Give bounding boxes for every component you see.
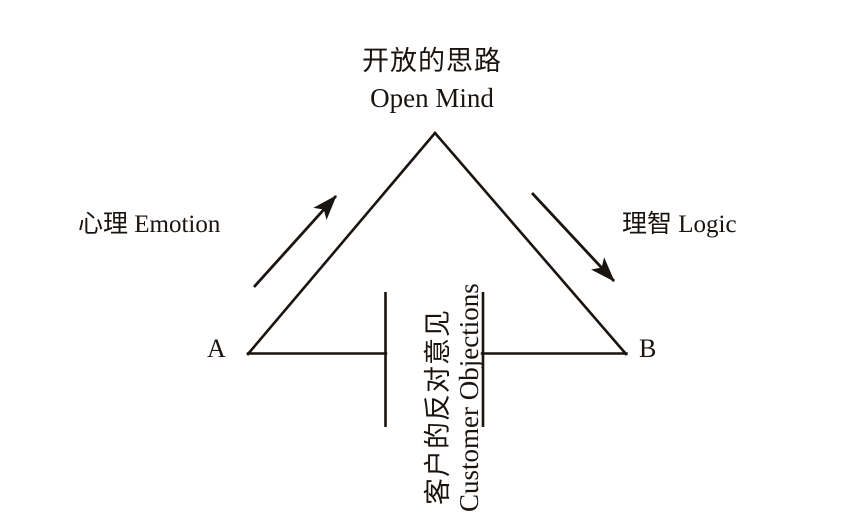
emotion-arrow [252, 195, 338, 288]
logic-arrow [530, 192, 616, 282]
logic-label: 理智 Logic [622, 211, 737, 238]
vertex-b-label: B [639, 334, 657, 363]
customer-objections-label-group: 客户的反对意见 Customer Objections [392, 222, 484, 512]
customer-objections-chinese: 客户的反对意见 [423, 309, 453, 505]
apex-title-chinese: 开放的思路 [362, 46, 502, 76]
customer-objections-english: Customer Objections [454, 283, 484, 512]
triangle-left-leg [246, 131, 437, 356]
vertex-a-label: A [207, 334, 226, 363]
emotion-label: 心理 Emotion [78, 211, 221, 238]
apex-title: 开放的思路 Open Mind [0, 46, 864, 115]
apex-title-english: Open Mind [370, 82, 494, 113]
triangle-right-leg [433, 131, 628, 356]
